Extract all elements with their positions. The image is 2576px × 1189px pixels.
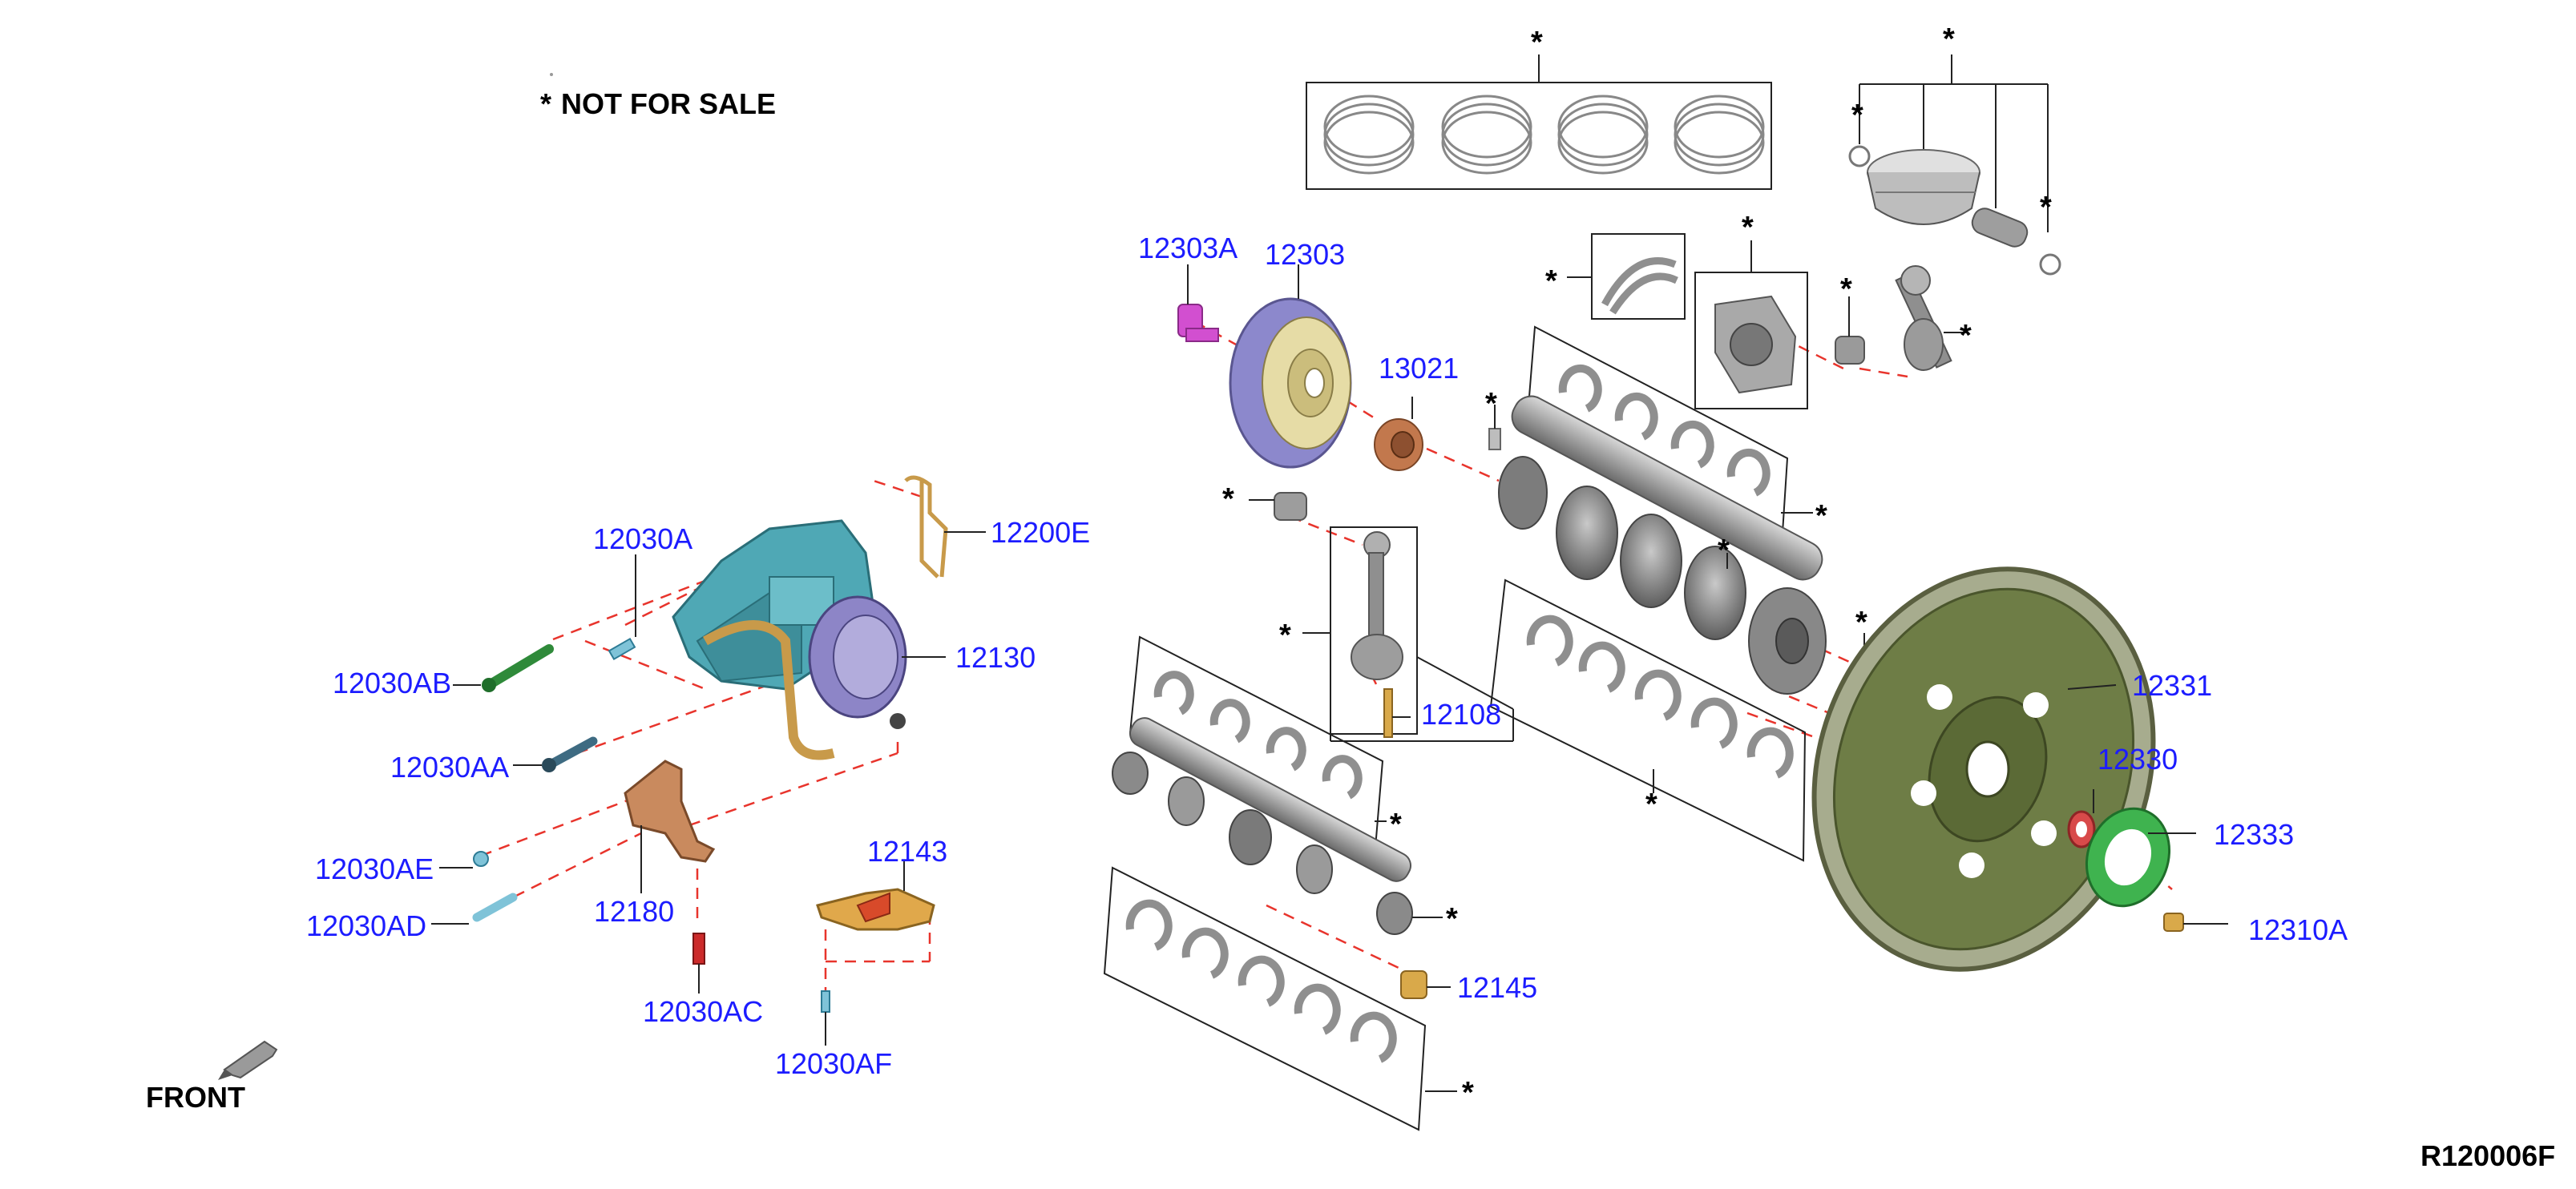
nfs-marker: * xyxy=(1855,606,1867,639)
piston-assembly[interactable] xyxy=(1848,54,2061,276)
part-label[interactable]: 12030AC xyxy=(643,995,764,1028)
nfs-marker: * xyxy=(1279,619,1291,652)
bolt-12030ae[interactable] xyxy=(439,851,489,869)
nfs-marker: * xyxy=(1718,534,1730,567)
bolt-12030aa[interactable] xyxy=(513,736,598,772)
part-label[interactable]: 12030AE xyxy=(315,852,434,885)
rod-bushing[interactable] xyxy=(1274,492,1307,521)
oil-pump-assembly[interactable] xyxy=(672,519,946,760)
rear-seal[interactable] xyxy=(2067,789,2096,848)
thrust-washer-set[interactable] xyxy=(1567,233,1686,320)
part-label[interactable]: 12310A xyxy=(2248,913,2348,946)
camshaft[interactable] xyxy=(1112,714,1443,935)
part-label[interactable]: 12200E xyxy=(991,516,1091,549)
part-label[interactable]: 12030AF xyxy=(775,1047,893,1080)
nfs-marker: * xyxy=(1960,319,1972,353)
nfs-marker: * xyxy=(1462,1076,1474,1110)
crank-sprocket[interactable] xyxy=(1374,397,1423,471)
part-label[interactable]: 12108 xyxy=(1421,698,1502,731)
part-label[interactable]: 12030AA xyxy=(390,751,510,784)
nfs-marker: * xyxy=(1645,788,1657,821)
connecting-rod-set[interactable] xyxy=(1302,526,1514,742)
part-label[interactable]: 12145 xyxy=(1457,971,1538,1004)
legend-text: NOT FOR SALE xyxy=(561,87,776,120)
nfs-marker: * xyxy=(1446,902,1458,936)
part-label[interactable]: 12303 xyxy=(1265,238,1346,271)
part-label[interactable]: 12030A xyxy=(593,522,693,555)
part-label[interactable]: 12333 xyxy=(2214,818,2295,851)
nfs-marker: * xyxy=(1485,387,1497,421)
crankshaft[interactable] xyxy=(1498,390,1828,695)
reinforcement-plate[interactable] xyxy=(2073,797,2196,918)
nfs-marker: * xyxy=(1815,499,1827,533)
legend-dot xyxy=(550,73,553,76)
part-label[interactable]: 12303A xyxy=(1138,232,1238,264)
pulley-bolt[interactable] xyxy=(1177,264,1219,342)
cam-bearing-set-lower[interactable] xyxy=(1103,866,1457,1131)
nfs-marker: * xyxy=(1222,482,1234,516)
nfs-marker: * xyxy=(1742,211,1754,244)
part-label[interactable]: 12331 xyxy=(2132,669,2213,702)
bolt-12030ac[interactable] xyxy=(692,933,705,994)
oil-strainer[interactable] xyxy=(904,475,986,578)
part-label[interactable]: 12030AD xyxy=(306,909,427,942)
drive-plate-bolt[interactable] xyxy=(2163,913,2228,932)
baffle-bracket[interactable] xyxy=(816,861,935,931)
nfs-marker: * xyxy=(1545,264,1557,298)
part-label[interactable]: 12130 xyxy=(955,641,1036,674)
piston-ring-set[interactable] xyxy=(1306,54,1772,190)
nfs-marker: * xyxy=(1531,26,1543,59)
nfs-marker: * xyxy=(1943,22,1955,56)
pump-bracket[interactable] xyxy=(624,760,716,893)
nfs-marker: * xyxy=(1390,808,1402,841)
connecting-rod-upper[interactable] xyxy=(1895,265,1968,371)
bolt-12030ab[interactable] xyxy=(453,644,554,692)
bolt-12030a[interactable] xyxy=(608,554,636,661)
diagram-code: R120006F xyxy=(2421,1139,2556,1172)
part-label[interactable]: 12330 xyxy=(2098,743,2178,776)
nfs-marker: * xyxy=(2040,191,2052,224)
nfs-marker: * xyxy=(1851,99,1863,132)
crankshaft-pulley[interactable] xyxy=(1229,264,1352,469)
part-label[interactable]: 12180 xyxy=(594,895,675,928)
crank-key[interactable] xyxy=(1488,428,1501,450)
bolt-12030ad[interactable] xyxy=(431,893,518,925)
part-label[interactable]: 12030AB xyxy=(333,667,452,699)
legend-star: * xyxy=(540,87,552,120)
bolt-12030af[interactable] xyxy=(821,990,830,1046)
front-label: FRONT xyxy=(146,1081,245,1114)
part-label[interactable]: 12143 xyxy=(867,835,948,868)
part-label[interactable]: 13021 xyxy=(1379,352,1460,385)
camshaft-plug[interactable] xyxy=(1400,970,1451,999)
bearing-cap-set[interactable] xyxy=(1694,240,1865,409)
front-arrow-icon xyxy=(218,1040,278,1080)
main-bearing-set-lower[interactable] xyxy=(1489,578,1807,862)
nfs-marker: * xyxy=(1840,272,1852,306)
